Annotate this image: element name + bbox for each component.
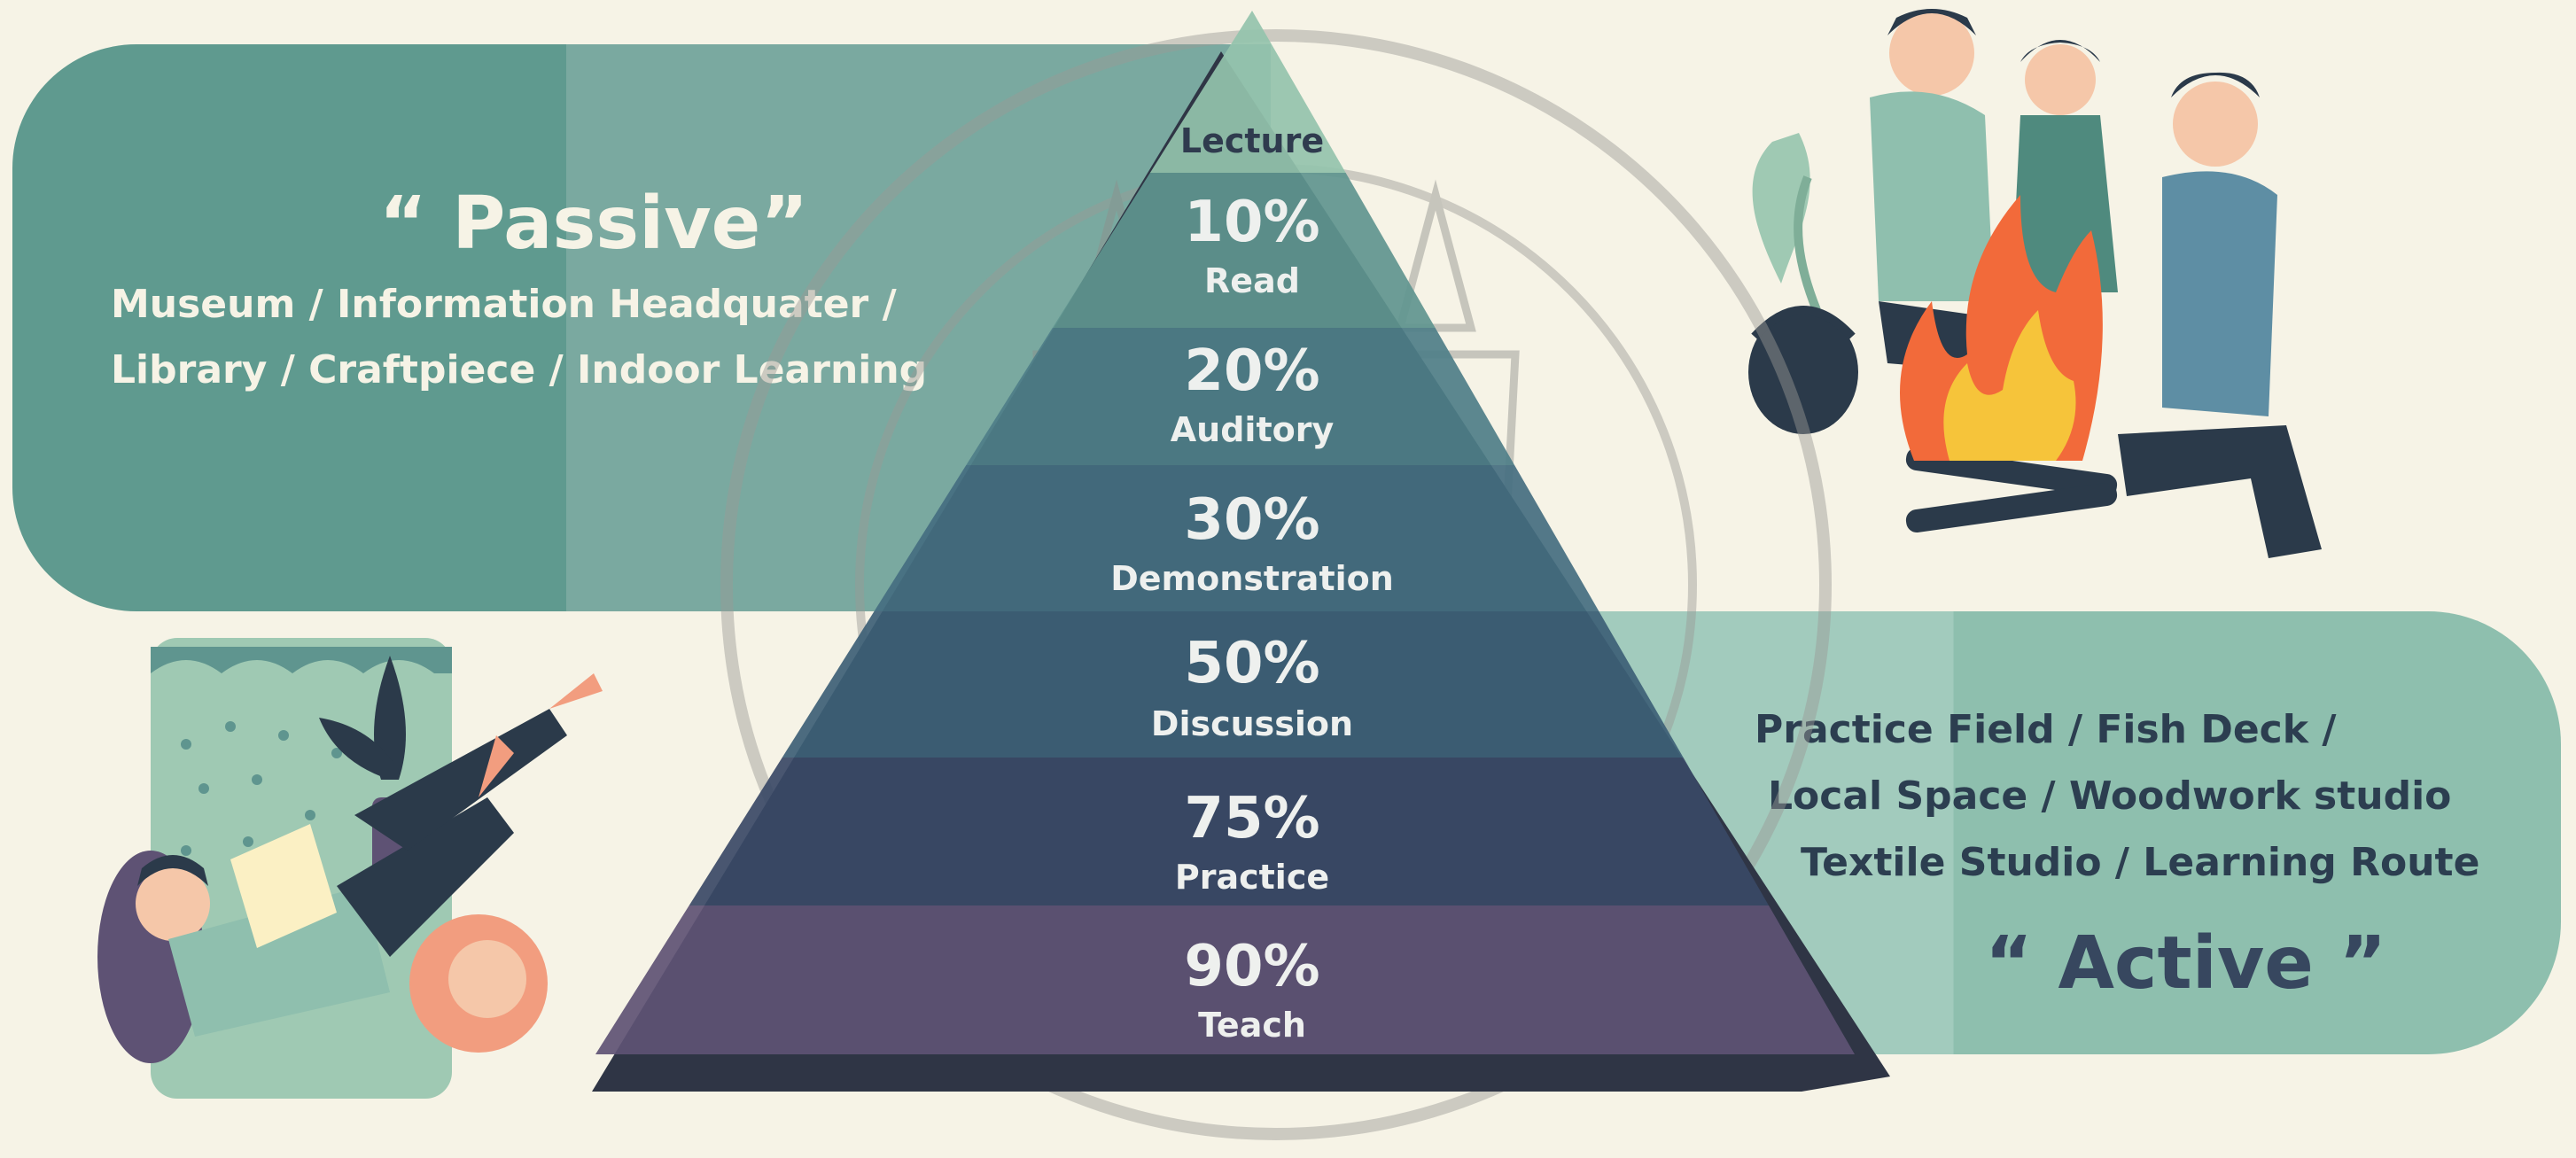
active-title: “ Active ” — [1985, 921, 2387, 1006]
passive-title: “ Passive” — [378, 182, 809, 266]
tier-label: Auditory — [1171, 410, 1335, 449]
tier-percent: 10% — [1184, 190, 1319, 255]
tier-percent: 75% — [1184, 786, 1319, 851]
active-places-line-1: Practice Field / Fish Deck / — [1755, 707, 2337, 752]
pyramid-tier — [966, 328, 1515, 465]
pyramid-tier — [1052, 173, 1436, 328]
pyramid-apex — [1149, 11, 1346, 173]
pyramid-top-label: Lecture — [1180, 121, 1324, 160]
pyramid-tier — [782, 611, 1684, 758]
active-places-line-2: Local Space / Woodwork studio — [1768, 773, 2452, 819]
reading-woman-illustration — [97, 638, 603, 1099]
active-places-line-3: Textile Studio / Learning Route — [1801, 840, 2480, 885]
tier-percent: 90% — [1184, 934, 1319, 999]
passive-places-line-1: Museum / Information Headquater / — [111, 282, 897, 327]
pyramid-tier — [595, 905, 1855, 1054]
campfire-group-illustration — [1748, 9, 2322, 558]
tier-percent: 20% — [1184, 338, 1319, 404]
tier-label: Read — [1204, 261, 1300, 300]
tier-label: Teach — [1198, 1006, 1306, 1045]
passive-places-line-2: Library / Craftpiece / Indoor Learning — [111, 347, 928, 392]
tier-percent: 50% — [1184, 631, 1319, 696]
tier-label: Discussion — [1151, 704, 1353, 743]
tier-label: Demonstration — [1110, 559, 1394, 598]
pyramid-tier — [689, 758, 1770, 905]
pyramid-tier — [874, 465, 1599, 611]
tier-percent: 30% — [1184, 487, 1319, 553]
tier-label: Practice — [1175, 858, 1329, 897]
